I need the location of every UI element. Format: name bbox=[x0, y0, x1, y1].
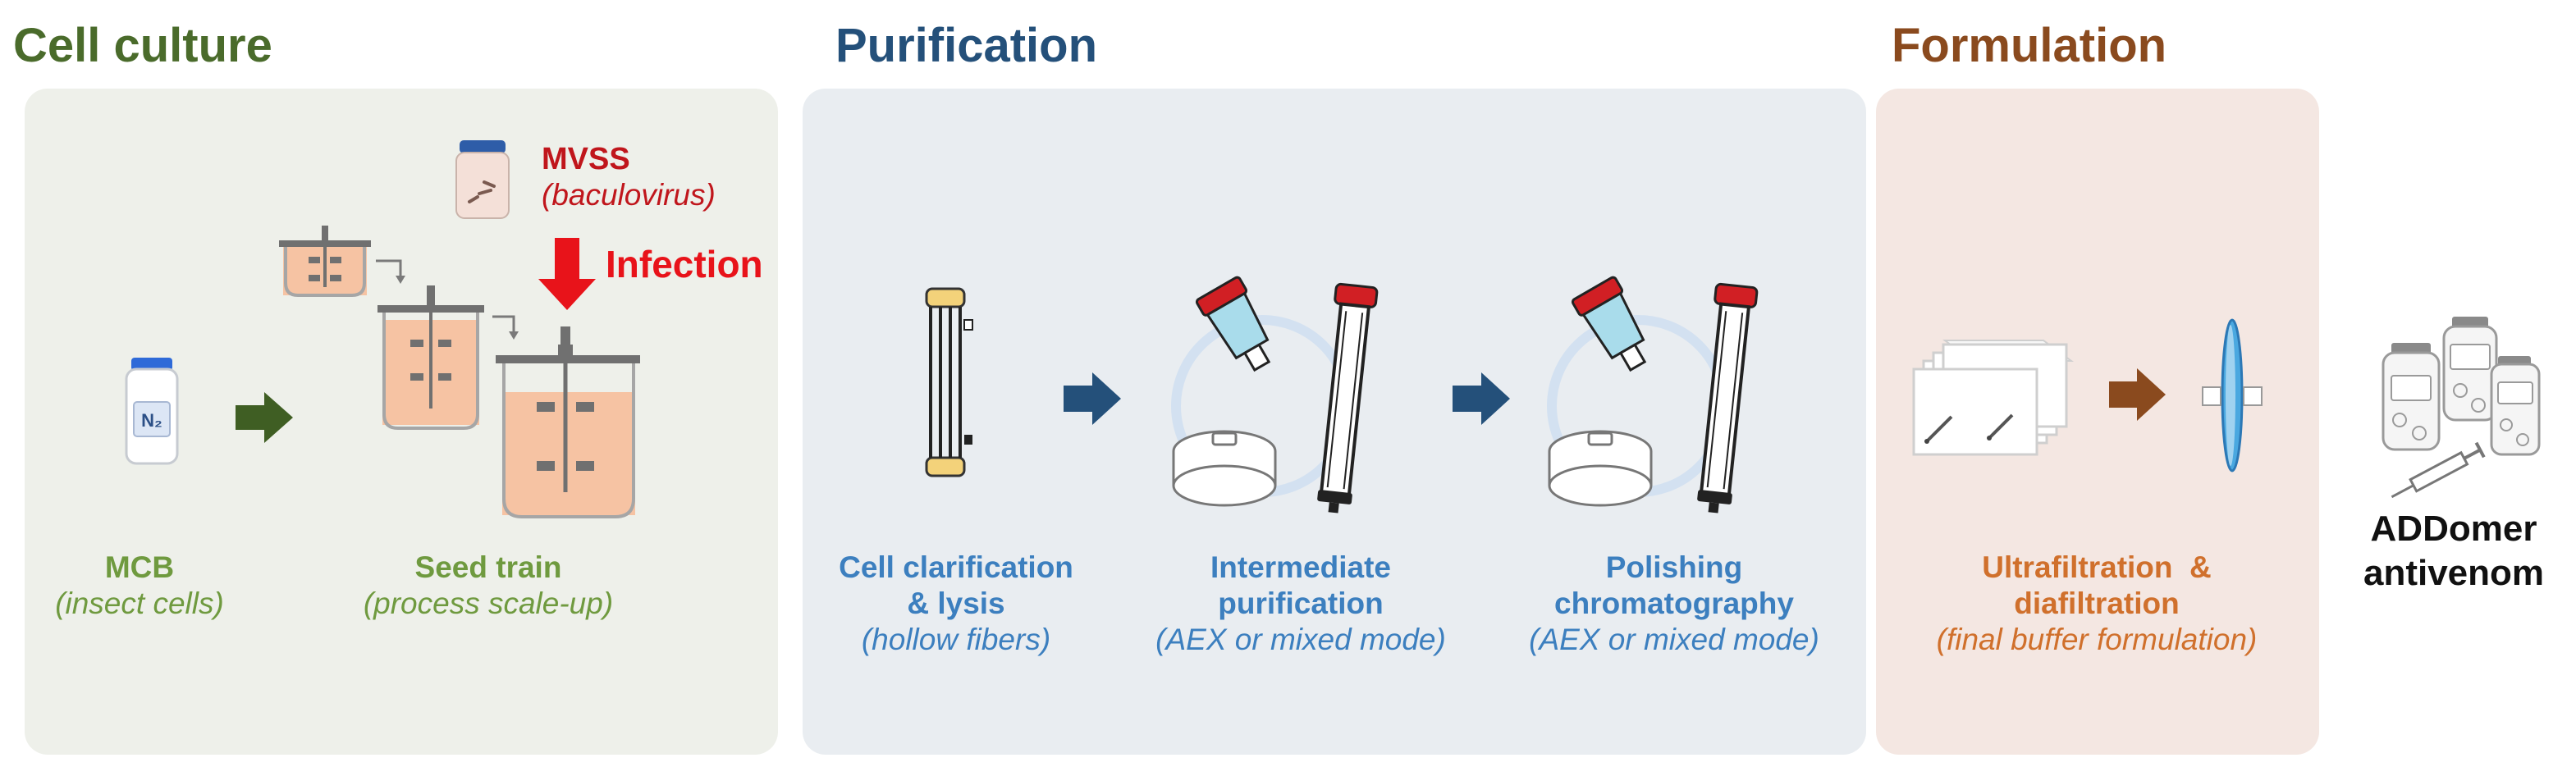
chromatography-column-icon bbox=[1697, 282, 1759, 514]
step-title: chromatography bbox=[1554, 587, 1794, 620]
step-title: MCB bbox=[104, 550, 175, 584]
product-line: ADDomer bbox=[2370, 509, 2537, 549]
step-title: & lysis bbox=[907, 587, 1005, 620]
step-subtitle: (AEX or mixed mode) bbox=[1155, 623, 1446, 656]
step-label-ufdf: Ultrafiltration & diafiltration (final b… bbox=[1887, 550, 2306, 658]
product-line: antivenom bbox=[2363, 553, 2545, 593]
section-title-formulation: Formulation bbox=[1892, 19, 2167, 72]
product-vials-icon bbox=[2382, 317, 2541, 499]
step-label-intermediate: Intermediate purification (AEX or mixed … bbox=[1128, 550, 1473, 658]
infection-label: Infection bbox=[606, 243, 763, 285]
step-subtitle: (insect cells) bbox=[55, 587, 224, 620]
step-subtitle: (hollow fibers) bbox=[861, 623, 1051, 656]
section-title-cell-culture: Cell culture bbox=[13, 19, 272, 72]
flow-arrow-icon bbox=[2109, 368, 2166, 421]
capsule-filter-icon bbox=[1195, 276, 1271, 372]
step-subtitle: (AEX or mixed mode) bbox=[1529, 623, 1819, 656]
step-title: purification bbox=[1218, 587, 1384, 620]
product-label: ADDomer antivenom bbox=[2347, 507, 2560, 596]
step-title: diafiltration bbox=[2014, 587, 2180, 620]
step-label-seed-train: Seed train (process scale-up) bbox=[328, 550, 648, 622]
mvss-vial-icon bbox=[455, 140, 510, 219]
vial-label: N₂ bbox=[141, 410, 162, 431]
vial-icon bbox=[125, 358, 179, 465]
flow-arrow-icon bbox=[1064, 372, 1121, 425]
step-subtitle: (process scale-up) bbox=[363, 587, 614, 620]
step-label-polishing: Polishing chromatography (AEX or mixed m… bbox=[1510, 550, 1838, 658]
step-title: Seed train bbox=[414, 550, 562, 584]
mvss-subtitle: (baculovirus) bbox=[542, 178, 716, 212]
capsule-filter-icon bbox=[1548, 430, 1653, 507]
infection-arrow-icon bbox=[538, 238, 596, 310]
capsule-filter-icon bbox=[1172, 430, 1277, 507]
flow-arrow-icon bbox=[1453, 372, 1510, 425]
step-title: Intermediate bbox=[1210, 550, 1391, 584]
bioreactor-icon bbox=[496, 326, 640, 518]
step-title: Polishing bbox=[1605, 550, 1743, 584]
bioreactor-icon bbox=[279, 226, 371, 297]
bioreactor-icon bbox=[377, 285, 484, 430]
mvss-title: MVSS bbox=[542, 142, 630, 176]
hollow-fiber-icon bbox=[925, 287, 973, 477]
chromatography-column-icon bbox=[1317, 282, 1379, 514]
syringe-filter-icon bbox=[2202, 318, 2263, 472]
step-subtitle: (final buffer formulation) bbox=[1936, 623, 2258, 656]
flow-arrow-icon bbox=[236, 392, 293, 443]
step-label-clarification: Cell clarification & lysis (hollow fiber… bbox=[821, 550, 1091, 658]
tff-cassette-icon bbox=[1912, 340, 2075, 456]
step-title: Cell clarification bbox=[839, 550, 1073, 584]
section-title-purification: Purification bbox=[835, 19, 1098, 72]
step-label-mcb: MCB (insect cells) bbox=[33, 550, 246, 622]
capsule-filter-icon bbox=[1571, 276, 1647, 372]
step-title: Ultrafiltration & bbox=[1982, 550, 2212, 584]
